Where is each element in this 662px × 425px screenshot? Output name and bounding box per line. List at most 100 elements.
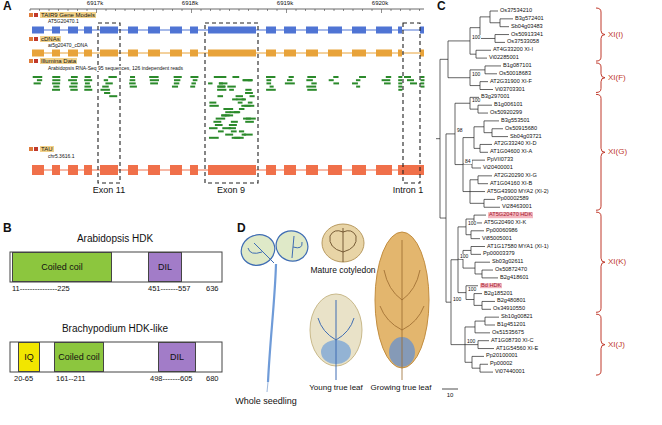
exon-block [32, 27, 44, 34]
tree-branch [480, 16, 490, 17]
sequence-read [398, 76, 402, 78]
taxon-label: B2g418601 [500, 275, 529, 281]
tree-branch [455, 164, 463, 165]
sequence-read [266, 79, 271, 81]
tree-branch [480, 89, 493, 90]
track-header: cDNAs [40, 36, 61, 42]
exon-block [68, 165, 78, 175]
taxon-label: AT5G43900 MYA2 (XI-2) [487, 189, 549, 195]
sequence-read [85, 82, 90, 84]
sequence-read [52, 79, 60, 81]
tree-branch [463, 268, 475, 269]
sequence-read [307, 76, 316, 78]
protein-length: 636 [206, 285, 219, 293]
protein-name: Arabidopsis HDK [77, 234, 153, 244]
sequence-read [209, 127, 218, 129]
exon-block [148, 27, 160, 34]
region-label: Exon 9 [217, 186, 245, 195]
exon-block [266, 27, 276, 34]
sequence-read [150, 79, 159, 81]
sequence-read [404, 76, 411, 78]
taxon-label: Sb04g03721 [510, 134, 542, 140]
tree-branch [451, 344, 465, 345]
sequence-read [84, 86, 91, 88]
track-icon [34, 37, 38, 41]
sequence-read [248, 102, 253, 104]
panel-letter: D [237, 222, 246, 234]
ruler-tick [134, 9, 135, 11]
ruler-tick [115, 9, 116, 11]
sequence-read [190, 76, 198, 78]
ruler-tick [229, 9, 230, 11]
sequence-read [244, 105, 254, 107]
exon-block [170, 27, 182, 34]
taxon-label: AT1G17580 MYA1 (XI-1) [487, 244, 549, 250]
ruler-tick [305, 9, 306, 11]
tree-branch [480, 144, 492, 145]
ruler-tick [372, 9, 373, 11]
track-header: TAU [40, 146, 54, 152]
exon-block [68, 50, 78, 57]
tree-branch [463, 191, 470, 192]
taxon-label: Os37533058 [507, 40, 539, 46]
tree-branch [463, 250, 471, 251]
sequence-read [221, 114, 226, 116]
sequence-read [239, 130, 244, 132]
taxon-label: Pp20100001 [486, 354, 518, 360]
ruler-tick [419, 9, 420, 11]
sequence-read [130, 86, 137, 88]
residue-range: 20-65 [14, 375, 33, 383]
exon-block [376, 27, 392, 34]
tree-branch [472, 368, 480, 369]
exon-block [190, 27, 198, 34]
tree-branch [440, 218, 446, 219]
taxon-label: B3g297001 [481, 95, 510, 101]
sequence-read [398, 86, 402, 88]
sequence-read [248, 92, 252, 94]
exon-block [208, 165, 256, 175]
tree-branch [474, 148, 480, 149]
leaf-vein [380, 240, 424, 380]
tree-branch [478, 340, 489, 341]
sequence-read [231, 121, 238, 123]
taxon-label: AT2G20290 XI-G [494, 173, 537, 179]
tree-branch [466, 219, 474, 220]
tree-branch [466, 285, 478, 286]
ruler-tick [400, 9, 401, 11]
clade-label: XI(G) [608, 148, 627, 156]
exon-block [208, 50, 256, 57]
tree-branch [476, 58, 487, 59]
taxon-label: Os50915680 [505, 126, 537, 132]
sequence-read [105, 82, 112, 84]
exon-block [128, 50, 138, 57]
tree-branch [484, 207, 500, 208]
panel-letter: B [3, 222, 12, 234]
taxon-label: PpVII0733 [487, 157, 513, 163]
sequence-read [222, 127, 231, 129]
tree-branch [492, 128, 503, 129]
sequence-read [217, 86, 225, 88]
cotyledon [272, 226, 312, 265]
exon-block [376, 50, 392, 57]
sequence-read [356, 79, 360, 81]
sequence-read [398, 82, 402, 84]
taxon-label: AT1G08730 XI-C [491, 338, 534, 344]
sequence-read [174, 76, 182, 78]
tree-branch [463, 137, 474, 138]
track-icon [34, 13, 38, 17]
sequence-read [420, 79, 424, 81]
tree-branch [475, 332, 490, 333]
ruler-tick [334, 9, 335, 11]
bootstrap-value: 100 [467, 221, 477, 226]
tree-branch [485, 317, 499, 318]
tree-branch [451, 259, 458, 260]
tree-branch [476, 50, 491, 51]
ruler-tick [172, 9, 173, 11]
tree-branch [495, 34, 509, 35]
sequence-read [216, 124, 223, 126]
feature-name: chr5.3616.1 [47, 154, 75, 159]
sequence-read [247, 92, 251, 94]
exon-block [398, 27, 402, 34]
ruler-tick [30, 9, 31, 11]
exon-block [32, 50, 44, 57]
